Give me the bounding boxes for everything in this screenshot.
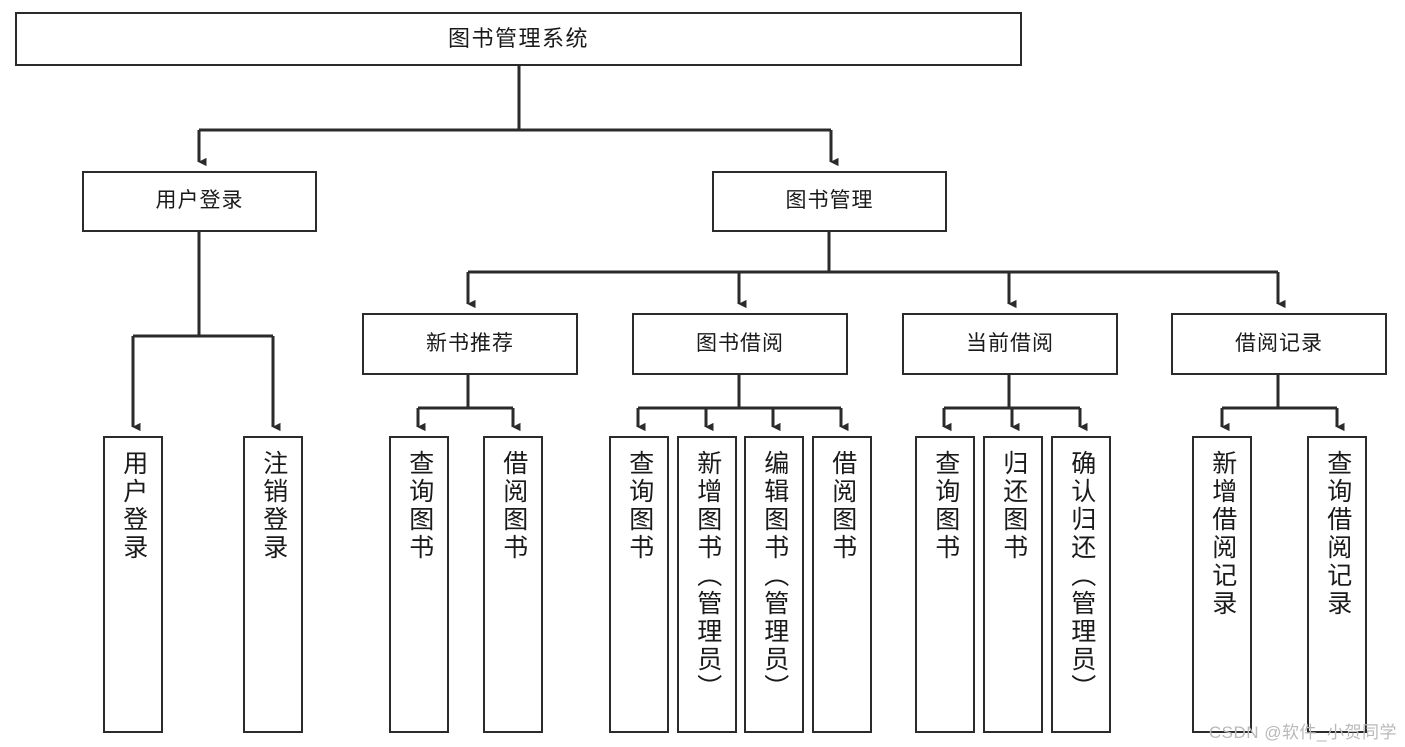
node-label: 注销登录 (259, 450, 288, 562)
node-label: 图书借阅 (696, 331, 784, 355)
node-leaf-edit-book[interactable]: 编辑图书（管理员） (744, 436, 804, 733)
node-book-manage[interactable]: 图书管理 (712, 171, 947, 232)
node-root-system[interactable]: 图书管理系统 (15, 12, 1022, 66)
node-label: 查询图书 (931, 450, 960, 562)
node-label: 图书管理系统 (447, 26, 589, 52)
node-label: 借阅图书 (499, 450, 528, 562)
node-label: 用户登录 (119, 450, 148, 562)
node-label: 编辑图书（管理员） (760, 450, 789, 702)
node-leaf-query-book-2[interactable]: 查询图书 (609, 436, 669, 733)
node-label: 当前借阅 (966, 331, 1054, 355)
node-new-book-recommend[interactable]: 新书推荐 (362, 313, 578, 375)
node-leaf-query-record[interactable]: 查询借阅记录 (1307, 436, 1367, 733)
node-leaf-borrow-book-2[interactable]: 借阅图书 (812, 436, 872, 733)
node-label: 新增图书（管理员） (693, 450, 722, 702)
node-book-borrow[interactable]: 图书借阅 (632, 313, 848, 375)
node-leaf-borrow-book-1[interactable]: 借阅图书 (483, 436, 543, 733)
node-leaf-user-login[interactable]: 用户登录 (103, 436, 163, 733)
node-leaf-query-book-1[interactable]: 查询图书 (389, 436, 449, 733)
node-leaf-confirm-return[interactable]: 确认归还（管理员） (1051, 436, 1111, 733)
node-leaf-query-book-3[interactable]: 查询图书 (915, 436, 975, 733)
node-label: 查询借阅记录 (1323, 450, 1352, 618)
node-borrow-record[interactable]: 借阅记录 (1171, 313, 1387, 375)
node-label: 查询图书 (625, 450, 654, 562)
node-label: 新书推荐 (426, 331, 514, 355)
node-label: 借阅图书 (828, 450, 857, 562)
node-leaf-logout[interactable]: 注销登录 (243, 436, 303, 733)
node-label: 查询图书 (405, 450, 434, 562)
node-user-login[interactable]: 用户登录 (82, 171, 317, 232)
node-current-borrow[interactable]: 当前借阅 (902, 313, 1118, 375)
node-label: 用户登录 (155, 189, 244, 213)
node-label: 新增借阅记录 (1208, 450, 1237, 618)
node-leaf-return-book[interactable]: 归还图书 (983, 436, 1043, 733)
node-label: 确认归还（管理员） (1067, 450, 1096, 702)
node-label: 借阅记录 (1235, 331, 1323, 355)
node-label: 图书管理 (785, 189, 874, 213)
node-leaf-add-record[interactable]: 新增借阅记录 (1192, 436, 1252, 733)
csdn-watermark: CSDN @软件_小贺同学 (1208, 723, 1397, 742)
node-label: 归还图书 (999, 450, 1028, 562)
node-leaf-add-book[interactable]: 新增图书（管理员） (677, 436, 737, 733)
